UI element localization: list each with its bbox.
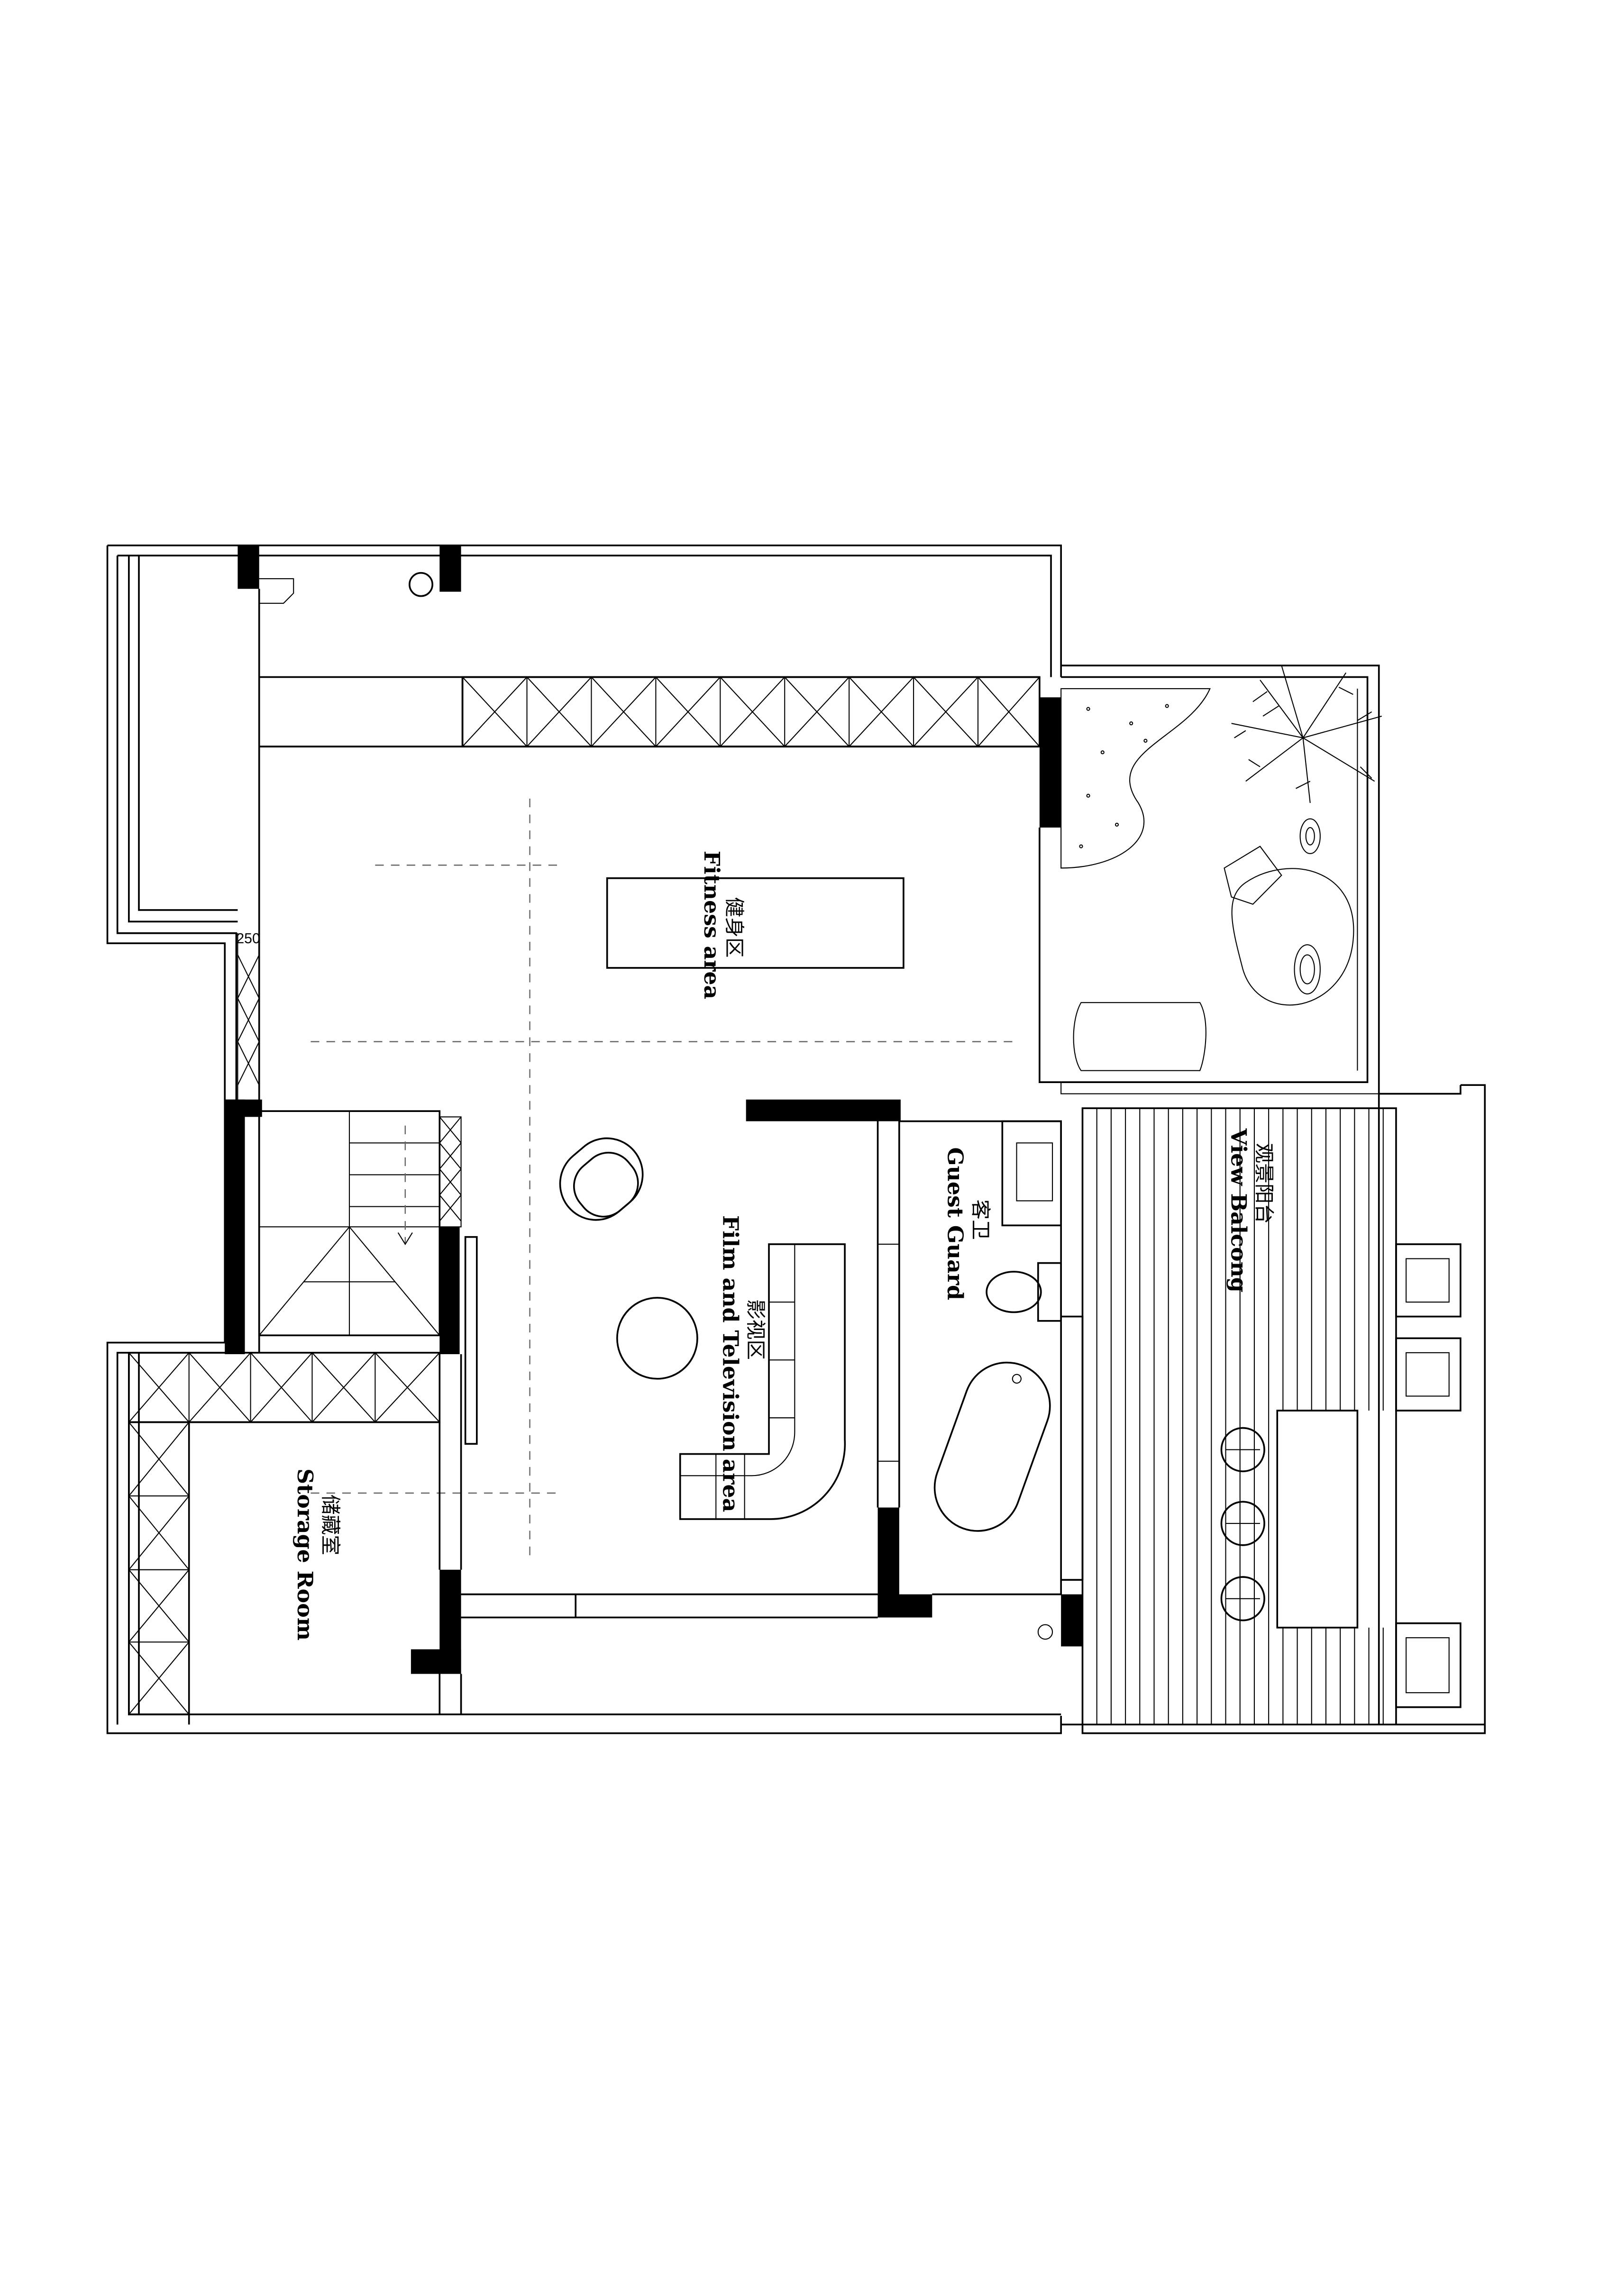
column bbox=[439, 545, 461, 592]
column bbox=[411, 1649, 461, 1674]
storage-label-en: Storage Room bbox=[292, 1468, 318, 1640]
fitness-mat bbox=[606, 877, 904, 969]
fitness-area bbox=[258, 572, 1061, 1558]
armchair bbox=[559, 1137, 644, 1221]
film-label-en: Film and Television area bbox=[718, 1215, 743, 1512]
dining-table bbox=[1276, 1410, 1359, 1629]
landscape-garden bbox=[1060, 665, 1462, 1725]
balcony-label-en: View Balcong bbox=[1226, 1128, 1252, 1293]
label-fitness: 健身区 Fitness area bbox=[699, 851, 745, 999]
fitness-label-cn: 健身区 bbox=[722, 897, 745, 957]
l-shaped-sofa bbox=[679, 1243, 846, 1520]
sink-basin bbox=[1016, 1142, 1053, 1202]
gravel-dots bbox=[1079, 704, 1169, 848]
cabinet-cross-hatch bbox=[462, 676, 1040, 747]
bathtub bbox=[933, 1361, 1051, 1532]
column bbox=[238, 545, 259, 589]
column bbox=[877, 1594, 932, 1618]
column bbox=[225, 1099, 245, 1354]
gravel-bed bbox=[1060, 688, 1211, 869]
toilet bbox=[986, 1262, 1062, 1322]
guest-label-cn: 客卫 bbox=[968, 1199, 992, 1239]
view-balcony bbox=[1081, 1084, 1486, 1734]
round-fixture bbox=[409, 572, 433, 597]
garden-bench bbox=[1073, 1002, 1206, 1071]
tv-panel bbox=[464, 1236, 478, 1445]
palm-tree bbox=[1231, 665, 1382, 803]
storage-cabinet-row bbox=[461, 676, 1041, 747]
label-balcony: 观景阳台 View Balcong bbox=[1226, 1128, 1275, 1293]
balcony-cabinet bbox=[1395, 1337, 1462, 1412]
deck-boards bbox=[1096, 1108, 1384, 1725]
fitness-label-en: Fitness area bbox=[699, 851, 725, 999]
label-storage: 储藏室 Storage Room bbox=[292, 1468, 341, 1640]
balcony-cabinet bbox=[1395, 1243, 1462, 1318]
column bbox=[1061, 1594, 1083, 1647]
column bbox=[746, 1099, 901, 1121]
film-label-cn: 影视区 bbox=[744, 1299, 767, 1360]
column bbox=[439, 1227, 460, 1354]
staircase bbox=[258, 1110, 462, 1337]
garden-chair bbox=[1224, 846, 1282, 905]
column bbox=[1039, 697, 1061, 828]
round-coffee-table bbox=[616, 1297, 698, 1380]
sink-counter bbox=[1001, 1120, 1062, 1227]
garden-bed bbox=[1231, 868, 1354, 1006]
storage-room bbox=[128, 1352, 462, 1715]
dimension-250: 250 bbox=[236, 931, 260, 1100]
storage-label-cn: 储藏室 bbox=[319, 1494, 342, 1555]
guest-label-en: Guest Guard bbox=[943, 1147, 968, 1300]
balcony-label-cn: 观景阳台 bbox=[1252, 1143, 1275, 1224]
wall-columns bbox=[225, 545, 1083, 1674]
film-area bbox=[460, 1137, 878, 1619]
balcony-cabinet bbox=[1395, 1622, 1462, 1708]
label-film: 影视区 Film and Television area bbox=[718, 1215, 767, 1512]
label-guest: 客卫 Guest Guard bbox=[943, 1147, 992, 1300]
dimension-label: 250 bbox=[236, 931, 260, 947]
guest-bathroom bbox=[877, 1120, 1084, 1640]
dining-chairs bbox=[1220, 1427, 1265, 1622]
stepping-stones bbox=[1294, 818, 1321, 994]
